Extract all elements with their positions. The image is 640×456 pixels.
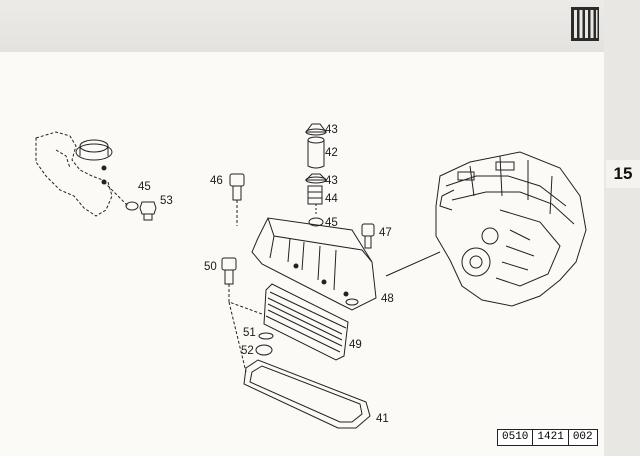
- callout-43-lower: 43: [325, 175, 338, 187]
- callout-44: 44: [325, 193, 338, 205]
- turbo-housing-sketch: [35, 131, 113, 217]
- callout-48: 48: [381, 293, 394, 305]
- bolt-50: [221, 257, 237, 285]
- pressure-switch-43-top: [305, 123, 327, 136]
- callout-43-top: 43: [325, 124, 338, 136]
- section-number: 15: [606, 160, 640, 188]
- oil-cooler-housing: [251, 217, 377, 311]
- gasket-41: [243, 359, 371, 429]
- pressure-switch-43-lower: [304, 173, 328, 184]
- callout-53: 53: [160, 195, 173, 207]
- o-ring-45: [308, 217, 324, 227]
- callout-47: 47: [379, 227, 392, 239]
- doc-ref-part-2: 1421: [532, 430, 567, 445]
- section-margin: [604, 0, 640, 456]
- drain-plug: [139, 201, 157, 221]
- valve-44: [307, 185, 323, 205]
- engine-sketch: [435, 151, 587, 307]
- callout-50: 50: [204, 261, 217, 273]
- callout-45-left: 45: [138, 181, 151, 193]
- bolt-46: [229, 173, 245, 201]
- callout-45-right: 45: [325, 217, 338, 229]
- callout-49: 49: [349, 339, 362, 351]
- sleeve-42: [307, 136, 325, 169]
- callout-51: 51: [243, 327, 256, 339]
- seal-ring: [125, 201, 139, 211]
- grille-icon: [570, 6, 600, 42]
- doc-ref-part-1: 0510: [502, 431, 529, 443]
- callout-52: 52: [241, 345, 254, 357]
- o-ring-51: [258, 332, 274, 340]
- document-reference: 0510 1421 002: [497, 429, 598, 446]
- doc-ref-part-3: 002: [567, 430, 597, 445]
- oil-cooler-core: [263, 283, 349, 361]
- o-ring-52: [255, 344, 273, 356]
- callout-46: 46: [210, 175, 223, 187]
- header-band: [0, 0, 640, 52]
- callout-41: 41: [376, 413, 389, 425]
- turbo-flange: [75, 139, 113, 185]
- bolt-47: [361, 223, 375, 249]
- callout-42: 42: [325, 147, 338, 159]
